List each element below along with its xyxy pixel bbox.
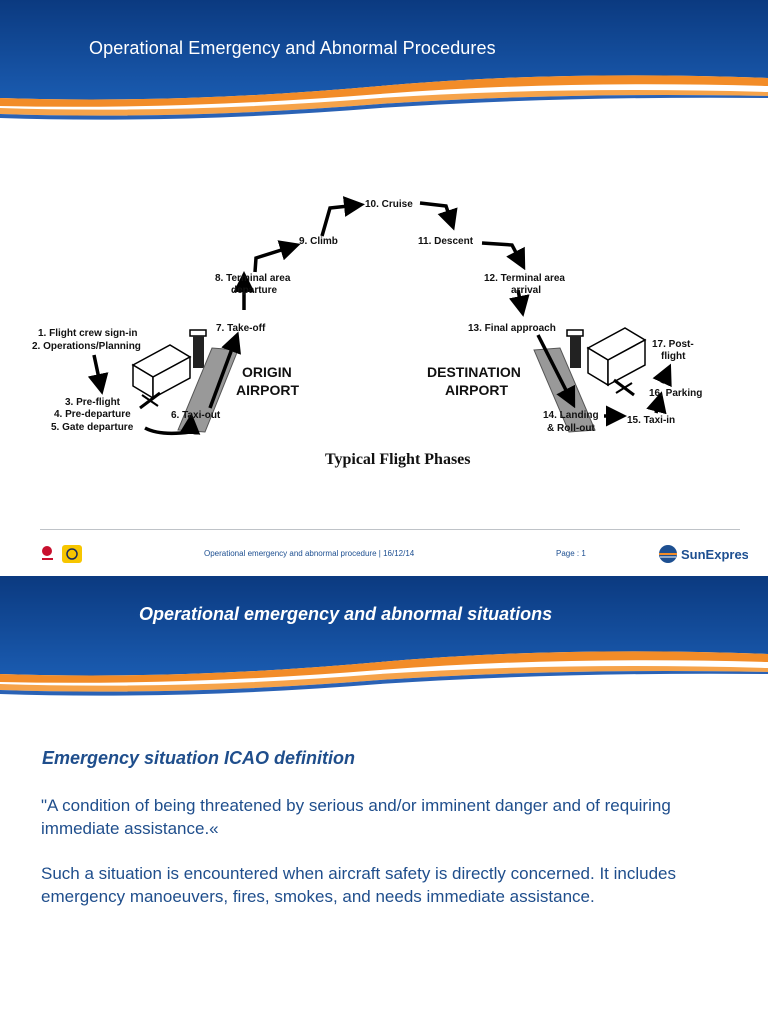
icao-definition-heading: Emergency situation ICAO definition (42, 748, 356, 768)
partner-logos-icon (42, 545, 82, 563)
icao-definition-quote: "A condition of being threatened by seri… (41, 796, 671, 838)
footer-divider (40, 529, 740, 530)
sunexpress-sun-icon (659, 545, 677, 563)
slide-1-banner (0, 0, 768, 125)
phase-17-label-line1: 17. Post- (652, 339, 694, 350)
origin-terminal-icon (131, 344, 192, 400)
phase-8-label-line2: departure (231, 285, 278, 296)
phase-3-label: 3. Pre-flight (65, 397, 121, 408)
slide-1-title: Operational Emergency and Abnormal Proce… (89, 38, 496, 58)
phase-12-label-line2: arrival (511, 285, 541, 296)
footer-text: Operational emergency and abnormal proce… (204, 549, 415, 558)
phase-14-label-line2: & Roll-out (547, 423, 595, 434)
destination-label-line2: AIRPORT (445, 382, 508, 398)
phase-14-label-line1: 14. Landing (543, 410, 599, 421)
phase-4-label: 4. Pre-departure (54, 409, 131, 420)
destination-terminal-icon (586, 327, 647, 387)
destination-tower-icon (566, 329, 584, 368)
slide-2-title: Operational emergency and abnormal situa… (139, 604, 553, 624)
phase-10-label: 10. Cruise (365, 199, 413, 210)
phase-7-label: 7. Take-off (216, 323, 266, 334)
phase-arrows (87, 196, 672, 436)
phase-17-label-line2: flight (661, 351, 686, 362)
origin-label-line1: ORIGIN (242, 364, 292, 380)
phase-2-label: 2. Operations/Planning (32, 341, 141, 352)
flight-phases-diagram: 1. Flight crew sign-in 2. Operations/Pla… (32, 196, 702, 468)
slide-2-banner (0, 576, 768, 701)
phase-13-label: 13. Final approach (468, 323, 556, 334)
phase-11-label: 11. Descent (418, 236, 474, 247)
phase-9-label: 9. Climb (299, 236, 338, 247)
phase-6-label: 6. Taxi-out (171, 410, 221, 421)
footer-page-number: Page : 1 (556, 549, 586, 558)
slide-1: Operational Emergency and Abnormal Proce… (0, 0, 768, 563)
phase-15-label: 15. Taxi-in (627, 415, 675, 426)
phase-12-label-line1: 12. Terminal area (484, 273, 565, 284)
destination-label-line1: DESTINATION (427, 364, 521, 380)
diagram-caption: Typical Flight Phases (325, 451, 471, 468)
icao-definition-body: Such a situation is encountered when air… (41, 864, 677, 906)
origin-label-line2: AIRPORT (236, 382, 299, 398)
origin-plane-icon (139, 391, 161, 410)
origin-tower-icon (189, 329, 207, 368)
sunexpress-logo: SunExpress (659, 545, 748, 563)
slide-2: Operational emergency and abnormal situa… (0, 576, 768, 1024)
destination-plane-icon (613, 378, 635, 397)
phase-1-label: 1. Flight crew sign-in (38, 328, 137, 339)
phase-16-label: 16. Parking (649, 388, 702, 399)
sunexpress-brand: SunExpress (681, 547, 748, 562)
phase-5-label: 5. Gate departure (51, 422, 134, 433)
phase-8-label-line1: 8. Terminal area (215, 273, 291, 284)
